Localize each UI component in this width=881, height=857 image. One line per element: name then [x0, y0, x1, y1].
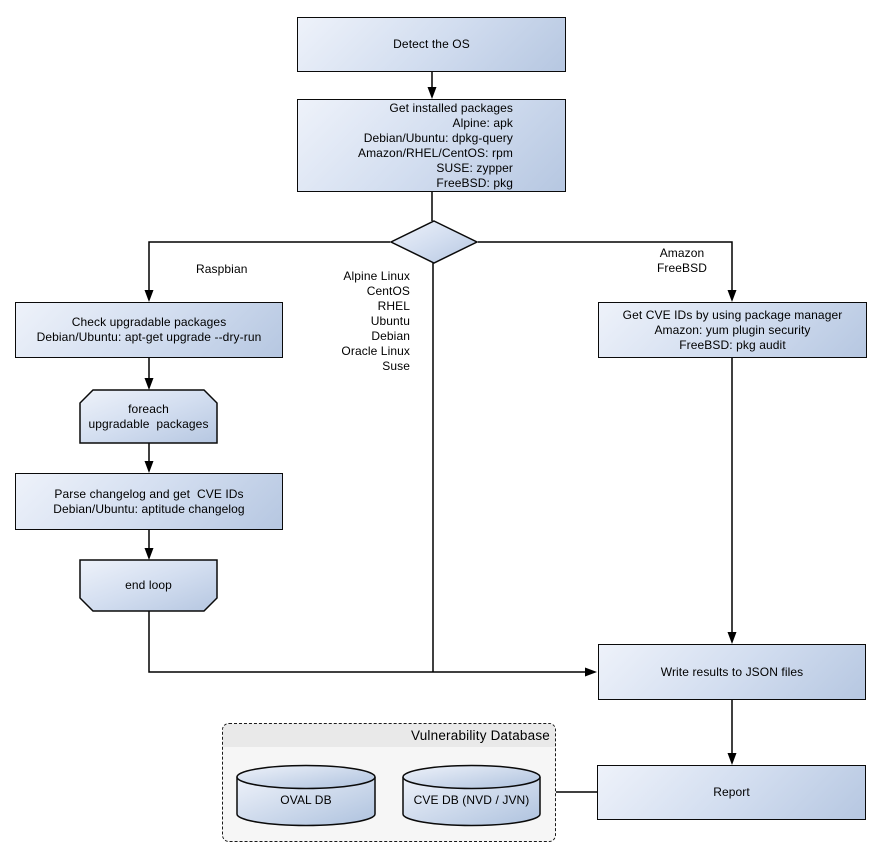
edge-label-raspbian-text: Raspbian: [196, 262, 248, 276]
edge-label-raspbian: Raspbian: [196, 262, 248, 277]
arrowhead-into-packages: [427, 87, 437, 99]
group-header-band: [223, 724, 555, 747]
arrowhead-into-report: [727, 753, 737, 765]
node-parse-changelog: Parse changelog and get CVE IDs Debian/U…: [15, 473, 283, 530]
os-decision-diamond: [389, 220, 479, 264]
node-get-cve-line-2: FreeBSD: pkg audit: [679, 337, 786, 352]
arrowhead-into-write-top: [727, 632, 737, 644]
node-get-installed-line-1: Alpine: apk: [452, 115, 513, 130]
node-parse-changelog-line-0: Parse changelog and get CVE IDs: [54, 486, 244, 501]
edge-label-amazon: Amazon: [659, 246, 705, 260]
oval-db-cylinder: OVAL DB: [236, 764, 376, 827]
node-get-installed-line-5: FreeBSD: pkg: [436, 175, 513, 190]
node-check-upgradable: Check upgradable packages Debian/Ubuntu:…: [15, 302, 283, 358]
os-list-item-5: Oracle Linux: [341, 344, 410, 358]
node-get-installed-packages: Get installed packages Alpine: apk Debia…: [297, 99, 566, 192]
edge-label-amazon-freebsd: Amazon FreeBSD: [650, 246, 714, 276]
edge-label-os-list: Alpine Linux CentOS RHEL Ubuntu Debian O…: [310, 269, 410, 374]
arrowhead-into-getcve: [727, 290, 737, 302]
cve-db-label: CVE DB (NVD / JVN): [414, 793, 530, 807]
node-get-installed-line-3: Amazon/RHEL/CentOS: rpm: [357, 145, 513, 160]
node-write-results: Write results to JSON files: [598, 644, 866, 700]
node-foreach-line-0: foreach: [128, 402, 169, 416]
node-get-cve-line-0: Get CVE IDs by using package manager: [622, 307, 843, 322]
node-report: Report: [597, 765, 866, 820]
node-foreach-loop-label: foreach upgradable packages: [80, 402, 217, 432]
os-list-item-1: CentOS: [366, 284, 410, 298]
node-write-results-label: Write results to JSON files: [660, 664, 804, 679]
node-end-loop-line: end loop: [125, 578, 172, 592]
node-end-loop-label: end loop: [80, 578, 217, 593]
cve-db-cylinder: CVE DB (NVD / JVN): [402, 764, 541, 827]
group-title: Vulnerability Database: [411, 728, 550, 743]
arrowhead-into-check: [144, 290, 154, 302]
node-check-upgradable-line-1: Debian/Ubuntu: apt-get upgrade --dry-run: [36, 330, 262, 344]
arrowhead-into-write-left: [585, 667, 597, 677]
edge-label-freebsd: FreeBSD: [656, 261, 708, 275]
node-get-cve-ids: Get CVE IDs by using package manager Ama…: [598, 302, 867, 358]
node-foreach-line-1: upgradable packages: [88, 417, 209, 431]
node-check-upgradable-line-0: Check upgradable packages: [71, 315, 227, 329]
end-loop-shape: [79, 559, 218, 612]
os-list-item-3: Ubuntu: [370, 314, 410, 328]
arrowhead-into-endloop: [144, 548, 154, 560]
edge-diamond-to-check: [148, 241, 390, 291]
node-detect-os-label: Detect the OS: [393, 37, 470, 51]
node-parse-changelog-line-1: Debian/Ubuntu: aptitude changelog: [53, 501, 245, 516]
node-get-cve-line-1: Amazon: yum plugin security: [654, 322, 811, 337]
node-report-label: Report: [713, 785, 750, 799]
node-get-installed-line-2: Debian/Ubuntu: dpkg-query: [363, 130, 513, 145]
arrowhead-into-foreach: [144, 378, 154, 390]
os-list-item-0: Alpine Linux: [343, 269, 410, 283]
foreach-loop-shape: [79, 389, 218, 444]
node-detect-os: Detect the OS: [297, 17, 566, 72]
os-list-item-4: Debian: [371, 329, 410, 343]
edge-endloop-to-write: [148, 611, 586, 673]
arrowhead-into-parse: [144, 461, 154, 473]
node-get-installed-line-4: SUSE: zypper: [436, 160, 513, 175]
edge-diamond-to-getcve: [478, 241, 733, 291]
os-list-item-6: Suse: [382, 359, 410, 373]
node-get-installed-line-0: Get installed packages: [389, 100, 513, 115]
oval-db-label: OVAL DB: [280, 793, 331, 807]
os-list-item-2: RHEL: [377, 299, 410, 313]
